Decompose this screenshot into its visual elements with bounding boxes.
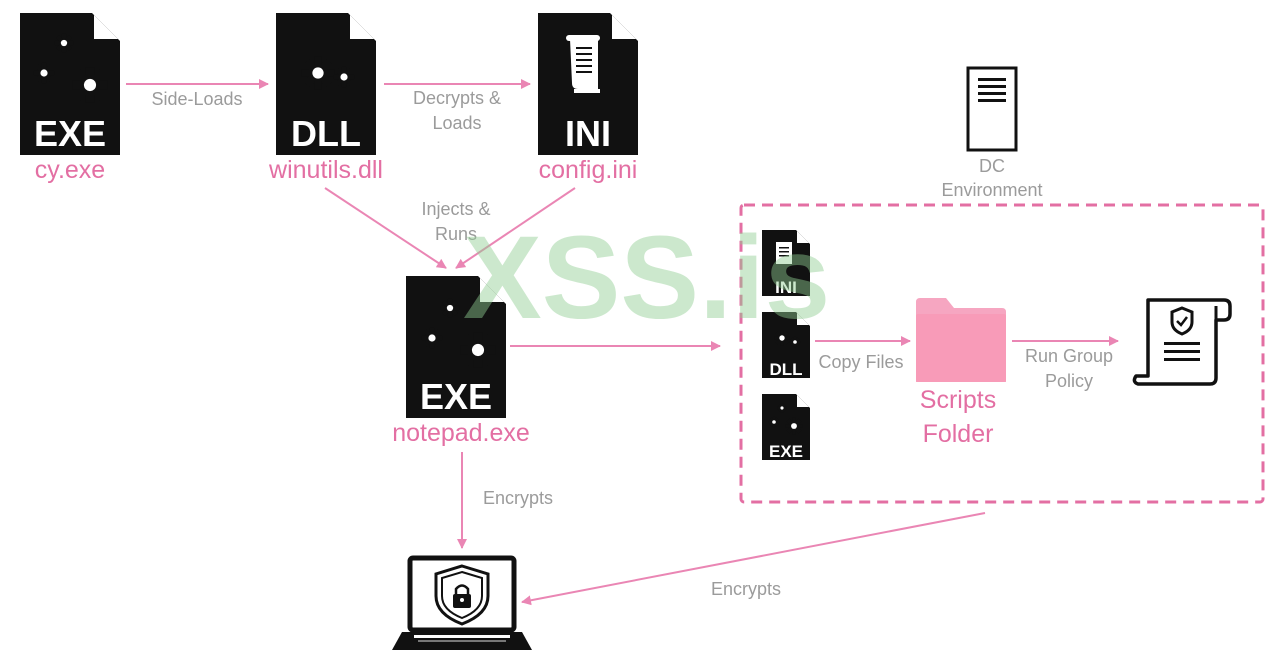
- dc-label-1: DC: [979, 156, 1005, 176]
- scripts-folder-label-1: Scripts: [920, 386, 996, 414]
- cy-exe-badge: EXE: [34, 113, 106, 154]
- connectors: [126, 79, 1119, 606]
- edge-label-copy-files: Copy Files: [818, 352, 903, 372]
- edge-label-decrypts-1: Decrypts &: [413, 88, 501, 108]
- edge-label-injects-1: Injects &: [421, 199, 490, 219]
- edge-label-decrypts-2: Loads: [432, 113, 481, 133]
- server-icon: [966, 66, 1018, 152]
- cy-exe-file-icon: EXE: [20, 13, 120, 155]
- small-ini-badge: INI: [775, 278, 797, 297]
- laptop-icon: [392, 555, 532, 650]
- edge-encrypts-dc: [521, 512, 986, 606]
- notepad-exe-badge: EXE: [420, 376, 492, 417]
- edge-label-injects-2: Runs: [435, 224, 477, 244]
- config-ini-file-icon: INI: [538, 13, 638, 155]
- small-dll-badge: DLL: [769, 360, 802, 379]
- winutils-dll-label: winutils.dll: [268, 156, 383, 184]
- small-dll-file-icon: DLL: [762, 312, 810, 379]
- dc-environment-boundary: [739, 203, 1265, 504]
- winutils-dll-badge: DLL: [291, 113, 361, 154]
- edge-label-side-loads: Side-Loads: [151, 89, 242, 109]
- edge-label-run-gp-1: Run Group: [1025, 346, 1113, 366]
- winutils-dll-file-icon: DLL: [276, 13, 376, 155]
- config-ini-badge: INI: [565, 113, 611, 154]
- edge-ini-to-notepad: [455, 187, 576, 269]
- watermark-text: XSS.is: [463, 212, 830, 344]
- notepad-exe-label: notepad.exe: [392, 419, 530, 447]
- edge-dll-to-notepad: [324, 187, 447, 269]
- edge-label-encrypts-down: Encrypts: [483, 488, 553, 508]
- scroll-icon: [566, 35, 600, 93]
- small-exe-file-icon: EXE: [762, 394, 810, 461]
- small-ini-file-icon: INI: [762, 230, 810, 297]
- folder-icon: [916, 298, 1006, 382]
- edge-label-run-gp-2: Policy: [1045, 371, 1093, 391]
- policy-document-icon: [1132, 298, 1232, 386]
- scripts-folder-label-2: Folder: [923, 420, 994, 448]
- config-ini-label: config.ini: [539, 156, 638, 184]
- small-exe-badge: EXE: [769, 442, 803, 461]
- dc-label-2: Environment: [941, 180, 1042, 200]
- notepad-exe-file-icon: EXE: [406, 276, 506, 418]
- edge-label-encrypts-dc: Encrypts: [711, 579, 781, 599]
- shield-lock-icon: [434, 564, 490, 626]
- cy-exe-label: cy.exe: [35, 156, 105, 184]
